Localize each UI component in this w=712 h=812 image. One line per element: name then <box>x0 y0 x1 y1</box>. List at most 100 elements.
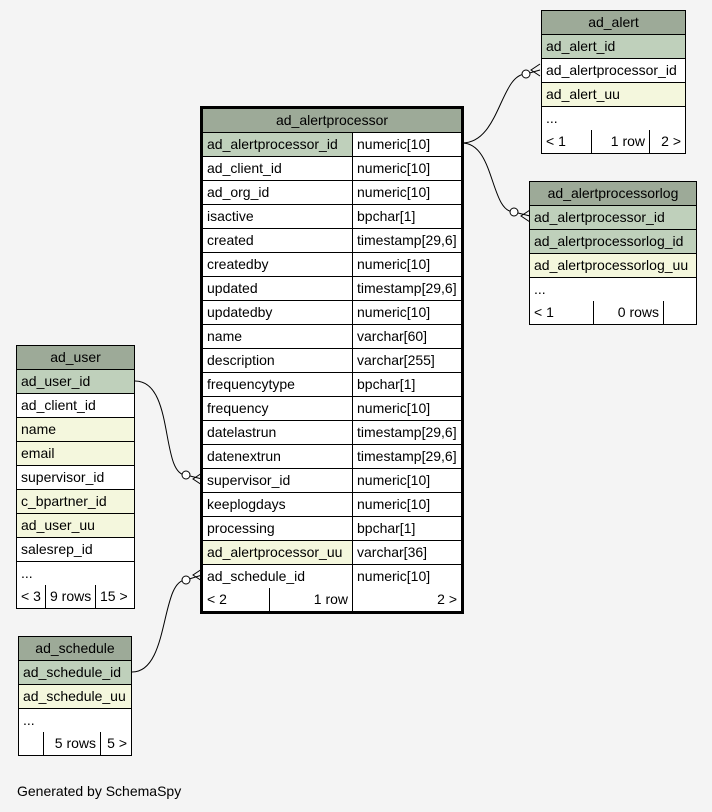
column-name: ad_schedule_id <box>203 565 352 588</box>
column-name: ad_user_id <box>17 370 134 393</box>
nav-prev[interactable]: < 1 <box>546 133 566 149</box>
column-name: ad_org_id <box>203 181 352 204</box>
nav-next[interactable]: 2 > <box>352 588 461 611</box>
table-row[interactable]: name <box>17 418 134 442</box>
table-title[interactable]: ad_schedule <box>19 637 131 661</box>
table-row[interactable]: c_bpartner_id <box>17 490 134 514</box>
table-row[interactable]: ... <box>17 562 134 585</box>
column-type: numeric[10] <box>352 397 461 420</box>
column-name: datelastrun <box>203 421 352 444</box>
edge-user-marker <box>181 470 191 480</box>
edge-alert-crow <box>530 63 541 77</box>
table-row[interactable]: ad_schedule_id <box>19 661 131 685</box>
table-row[interactable]: ad_alert_uu <box>542 83 685 107</box>
table-title[interactable]: ad_alertprocessorlog <box>530 182 696 206</box>
edge-user <box>134 380 203 480</box>
column-name: salesrep_id <box>17 538 134 561</box>
table-row[interactable]: ad_client_id <box>17 394 134 418</box>
nav-prev[interactable]: < 3 <box>21 588 41 604</box>
table-row[interactable]: supervisor_id <box>17 466 134 490</box>
edge-schedule-marker <box>181 575 191 585</box>
table-row[interactable]: ad_alert_id <box>542 35 685 59</box>
column-name: ad_schedule_id <box>19 661 131 684</box>
column-name: isactive <box>203 205 352 228</box>
column-type: numeric[10] <box>352 301 461 324</box>
nav-rows[interactable]: 1 row <box>591 130 649 153</box>
column-type: numeric[10] <box>352 253 461 276</box>
nav-prev[interactable] <box>19 732 43 755</box>
table-row[interactable]: ad_user_id <box>17 370 134 394</box>
column-name: name <box>17 418 134 441</box>
column-name: ad_alert_id <box>542 35 685 58</box>
column-name: ad_alertprocessor_id <box>203 133 352 156</box>
table-row[interactable]: ad_alertprocessorlog_id <box>530 230 696 254</box>
nav-rows[interactable]: 1 row <box>269 588 352 611</box>
table-row[interactable]: ad_user_uu <box>17 514 134 538</box>
table-nav: < 1 0 rows <box>530 301 696 324</box>
column-type: numeric[10] <box>352 565 461 588</box>
table-row[interactable]: ad_alertprocessor_id <box>530 206 696 230</box>
table-title[interactable]: ad_user <box>17 346 134 370</box>
column-type: varchar[255] <box>352 349 461 372</box>
table-row[interactable]: ... <box>542 107 685 130</box>
nav-prev[interactable]: < 1 <box>534 304 554 320</box>
nav-rows[interactable]: 0 rows <box>593 301 663 324</box>
column-name: supervisor_id <box>17 466 134 489</box>
column-name: ad_user_uu <box>17 514 134 537</box>
column-name: keeplogdays <box>203 493 352 516</box>
table-row[interactable]: ad_alertprocessorlog_uu <box>530 254 696 278</box>
nav-next[interactable]: 5 > <box>100 732 131 755</box>
table-row[interactable]: salesrep_id <box>17 538 134 562</box>
column-name: ad_alertprocessor_id <box>542 59 685 82</box>
column-type: timestamp[29,6] <box>352 229 461 252</box>
nav-next[interactable]: 2 > <box>649 130 685 153</box>
table-nav: 5 rows 5 > <box>19 732 131 755</box>
table-row[interactable]: email <box>17 442 134 466</box>
column-type: bpchar[1] <box>352 517 461 540</box>
edge-alert <box>461 69 541 144</box>
table-title[interactable]: ad_alertprocessor <box>203 109 461 133</box>
edge-alert-marker <box>521 69 531 79</box>
column-name: ad_alertprocessor_uu <box>203 541 352 564</box>
table-row[interactable]: ... <box>19 709 131 732</box>
table-ad-alertprocessorlog[interactable]: ad_alertprocessorlog ad_alertprocessor_i… <box>529 181 697 325</box>
column-name: processing <box>203 517 352 540</box>
nav-prev[interactable]: < 2 <box>207 591 227 607</box>
table-row[interactable]: ad_alertprocessor_id <box>542 59 685 83</box>
nav-rows[interactable]: 9 rows <box>45 585 95 608</box>
column-name: ad_client_id <box>17 394 134 417</box>
column-name: ad_alertprocessorlog_uu <box>530 254 696 277</box>
column-type: numeric[10] <box>352 133 461 156</box>
column-type: bpchar[1] <box>352 373 461 396</box>
nav-next[interactable]: 15 > <box>95 585 134 608</box>
nav-next[interactable] <box>663 301 696 324</box>
nav-rows[interactable]: 5 rows <box>43 732 100 755</box>
table-row[interactable]: ad_schedule_uu <box>19 685 131 709</box>
table-row[interactable]: ... <box>530 278 696 301</box>
table-title[interactable]: ad_alert <box>542 11 685 35</box>
table-nav: < 3 9 rows 15 > <box>17 585 134 608</box>
